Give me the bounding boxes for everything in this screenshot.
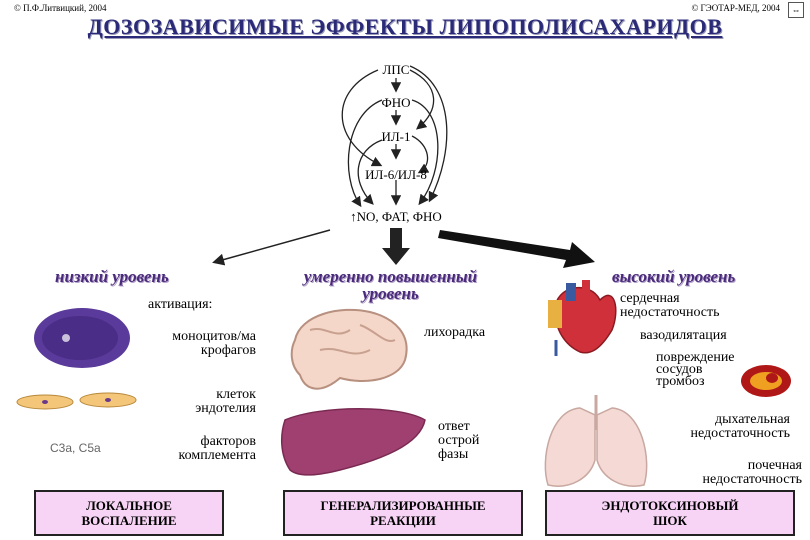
complement-line2: комплемента <box>178 448 256 463</box>
high-level-heading: высокий уровень <box>612 267 736 286</box>
acute-phase-line1: ответ <box>438 419 470 434</box>
cardiac-line1: сердечная <box>620 291 680 306</box>
endothelium-label: клеток эндотелия <box>140 388 256 416</box>
copyright-right: © ГЭОТАР-МЕД, 2004 <box>691 3 780 13</box>
up-arrow-icon: ↑ <box>350 209 357 224</box>
node-lps: ЛПС <box>382 62 410 77</box>
outcome-generalized-line2: РЕАКЦИИ <box>370 513 436 528</box>
node-il1: ИЛ-1 <box>381 129 411 144</box>
moderate-heading-line1: умеренно повышенный <box>303 267 478 286</box>
fever-label: лихорадка <box>424 325 486 340</box>
vessel-line1: повреждение <box>656 350 735 365</box>
acute-phase-line3: фазы <box>438 447 469 462</box>
respiratory-failure-label: дыхательная недостаточность <box>652 413 790 441</box>
outcome-local-line1: ЛОКАЛЬНОЕ <box>86 498 172 513</box>
monocytes-line2: крофагов <box>200 343 256 358</box>
liver-icon <box>280 408 426 476</box>
branch-arrows <box>212 228 595 268</box>
acute-phase-label: ответ острой фазы <box>438 420 479 462</box>
respiratory-line2: недостаточность <box>690 426 790 441</box>
brain-icon <box>290 308 408 390</box>
cardiac-failure-label: сердечная недостаточность <box>620 292 720 320</box>
complement-formula: C3a, C5a <box>50 441 101 455</box>
vessel-line2: сосудов <box>656 362 703 377</box>
complement-label: факторов комплемента <box>140 435 256 463</box>
node-fno: ФНО <box>381 95 411 110</box>
outcome-generalized-line1: ГЕНЕРАЛИЗИРОВАННЫЕ <box>320 498 486 513</box>
vasodilation-label: вазодилятация <box>640 328 727 343</box>
renal-line1: почечная <box>747 458 802 473</box>
renal-failure-label: почечная недостаточность <box>660 459 802 487</box>
outcome-shock-line2: ШОК <box>653 513 687 528</box>
thrombus-icon <box>741 365 791 397</box>
monocytes-label: моноцитов/ма крофагов <box>140 330 256 358</box>
endothelial-cells-icon <box>16 392 137 410</box>
acute-phase-line2: острой <box>438 433 480 448</box>
vessel-damage-label: повреждение сосудов тромбоз <box>656 350 735 389</box>
lungs-icon <box>544 395 648 487</box>
activation-label: активация: <box>148 297 213 312</box>
endothelium-line1: клеток <box>216 387 256 402</box>
cardiac-line2: недостаточность <box>620 305 720 320</box>
low-level-heading: низкий уровень <box>55 267 169 286</box>
monocytes-line1: моноцитов/ма <box>172 329 256 344</box>
moderate-heading-line2: уровень <box>362 284 419 303</box>
complement-line1: факторов <box>200 434 256 449</box>
mediators-label: NO, ФАТ, ФНО <box>356 209 442 224</box>
vessel-line3: тромбоз <box>656 374 705 389</box>
endothelium-line2: эндотелия <box>195 401 256 416</box>
outcome-shock-line1: ЭНДОТОКСИНОВЫЙ <box>601 498 739 513</box>
moderate-level-heading: умеренно повышенный уровень <box>278 268 503 302</box>
renal-line2: недостаточность <box>702 472 802 487</box>
monocyte-icon <box>34 308 130 368</box>
heart-icon <box>548 280 617 356</box>
respiratory-line1: дыхательная <box>714 412 790 427</box>
down-arrow <box>382 228 410 265</box>
outcome-local-line2: ВОСПАЛЕНИЕ <box>81 513 177 528</box>
nav-icon[interactable]: ⇔ <box>788 2 804 18</box>
page-title: ДОЗОЗАВИСИМЫЕ ЭФФЕКТЫ ЛИПОПОЛИСАХАРИДОВ <box>87 14 723 39</box>
copyright-left: © П.Ф.Литвицкий, 2004 <box>14 3 107 13</box>
cascade-arrows <box>341 65 448 208</box>
node-il6-il8: ИЛ-6/ИЛ-8 <box>365 167 427 182</box>
node-mediators: ↑NO, ФАТ, ФНО <box>326 209 466 225</box>
right-big-arrow <box>438 230 595 268</box>
